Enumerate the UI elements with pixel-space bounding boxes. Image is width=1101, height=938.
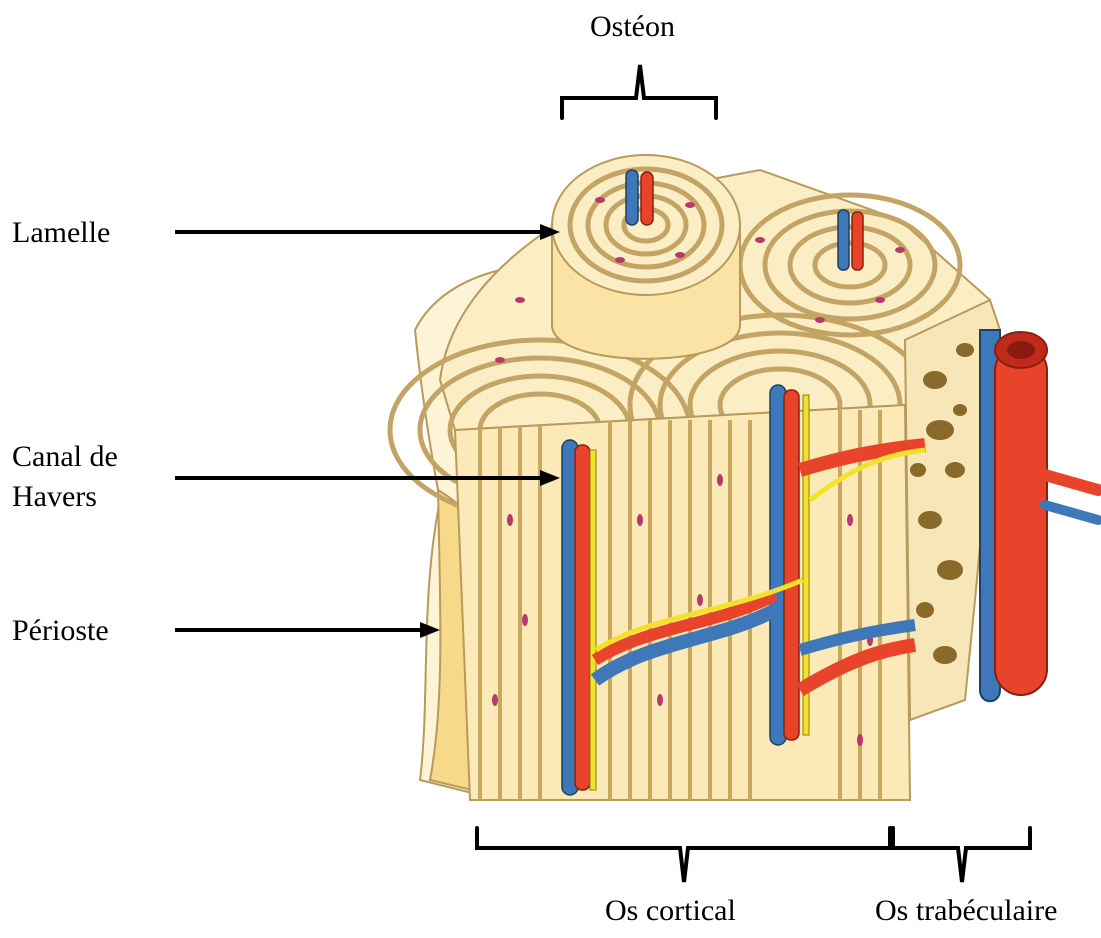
cortical-bracket (477, 828, 890, 882)
canal-de-havers-label-line2: Havers (12, 478, 97, 516)
os-trabeculaire-label: Os trabéculaire (875, 892, 1057, 930)
perioste-label: Périoste (12, 612, 109, 650)
os-cortical-label: Os cortical (605, 892, 736, 930)
trabecular-bracket (893, 828, 1030, 882)
lamelle-label: Lamelle (12, 214, 110, 252)
osteon-bracket (562, 65, 716, 118)
osteon-label: Ostéon (590, 8, 675, 46)
canal-de-havers-label-line1: Canal de (12, 438, 118, 476)
